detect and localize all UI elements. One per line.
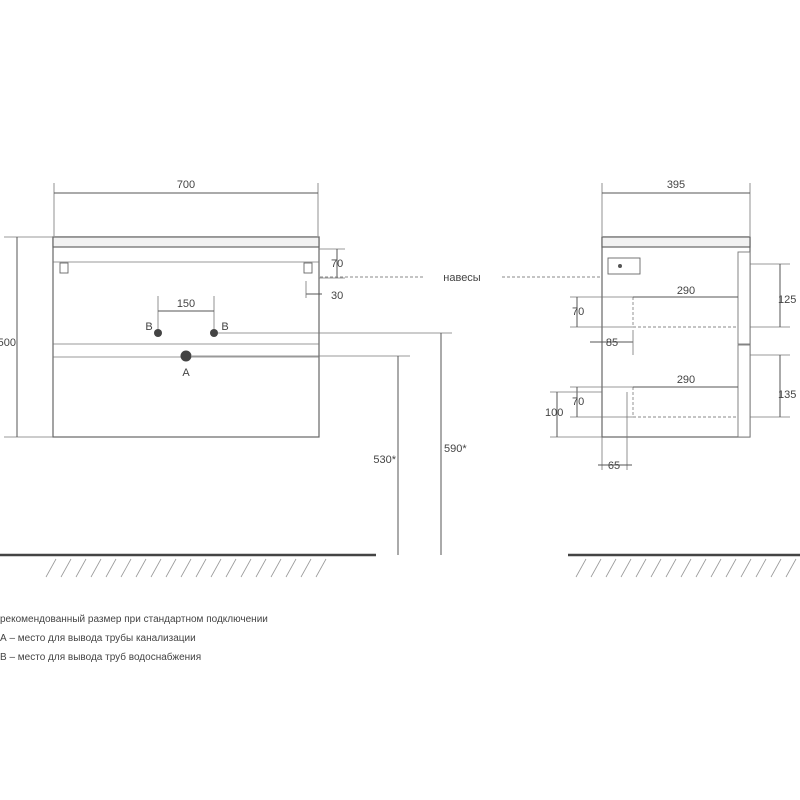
hatch-line [105,558,117,578]
hatch-line [605,558,617,578]
hatch-line [90,558,102,578]
hatch-line [285,558,297,578]
cabinet-front [52,236,320,438]
water-pipe-b-right [210,329,218,337]
hinges-label: навесы [443,272,481,284]
hatch-line [650,558,662,578]
hatch-line [240,558,252,578]
drawer-gap-label: 85 [606,337,618,349]
sewer-pipe-label: A [182,367,190,379]
legend-sewer: А – место для вывода трубы канализации [0,633,196,644]
floor-hatch-side [575,558,797,578]
hatch-line [665,558,677,578]
lower-drawer-inner-height-label: 70 [572,396,584,408]
upper-drawer-height-label: 125 [778,294,796,306]
hatch-line [45,558,57,578]
hatch-line [270,558,282,578]
width-dimension-label: 700 [177,179,195,191]
height-dimension-label: 500 [0,337,16,349]
countertop [52,236,320,248]
water-pipe-label-right: B [221,321,228,333]
upper-drawer-depth-label: 290 [677,285,695,297]
lower-drawer-height-label: 135 [778,389,796,401]
hatch-line [620,558,632,578]
hatch-line [575,558,587,578]
legend: рекомендованный размер при стандартном п… [0,610,400,667]
hatch-line [590,558,602,578]
pipe-spacing-label: 150 [177,298,195,310]
hatch-line [75,558,87,578]
hatch-line [210,558,222,578]
hatch-line [165,558,177,578]
hinge-left [59,262,69,274]
cabinet-side [601,236,751,438]
plinth-depth-label: 65 [608,460,620,472]
plinth-height-label: 100 [545,407,563,419]
hinge-horizontal-offset-label: 30 [331,290,343,302]
hatch-line [635,558,647,578]
sewer-height-label: 530* [373,454,396,466]
hatch-line [195,558,207,578]
upper-drawer-inner-height-label: 70 [572,306,584,318]
hinge-vertical-offset-label: 70 [331,258,343,270]
lower-drawer-front [737,344,751,438]
sewer-pipe-a [180,350,192,362]
lower-drawer-depth-label: 290 [677,374,695,386]
legend-water: В – место для вывода труб водоснабжения [0,652,202,663]
hatch-line [710,558,722,578]
hatch-line [180,558,192,578]
front-view: 700 500 70 30 150 B B [0,179,467,578]
hinge-right [303,262,313,274]
hatch-line [300,558,312,578]
hatch-line [680,558,692,578]
side-view: 395 290 290 125 70 85 [545,179,800,578]
hatch-line [695,558,707,578]
hatch-line [785,558,797,578]
hinge-plate [607,257,641,275]
legend-recommended: рекомендованный размер при стандартном п… [0,614,268,625]
upper-drawer-front [737,251,751,345]
hatch-line [755,558,767,578]
hatch-line [725,558,737,578]
hatch-line [740,558,752,578]
water-pipe-label-left: B [145,321,152,333]
hatch-line [255,558,267,578]
hatch-line [225,558,237,578]
hatch-line [60,558,72,578]
hatch-line [315,558,327,578]
hatch-line [150,558,162,578]
hatch-line [135,558,147,578]
water-pipe-b-left [154,329,162,337]
water-height-label: 590* [444,443,467,455]
hatch-line [770,558,782,578]
hatch-line [120,558,132,578]
depth-dimension-label: 395 [667,179,685,191]
side-countertop [601,236,751,248]
floor-hatch-front [45,558,327,578]
